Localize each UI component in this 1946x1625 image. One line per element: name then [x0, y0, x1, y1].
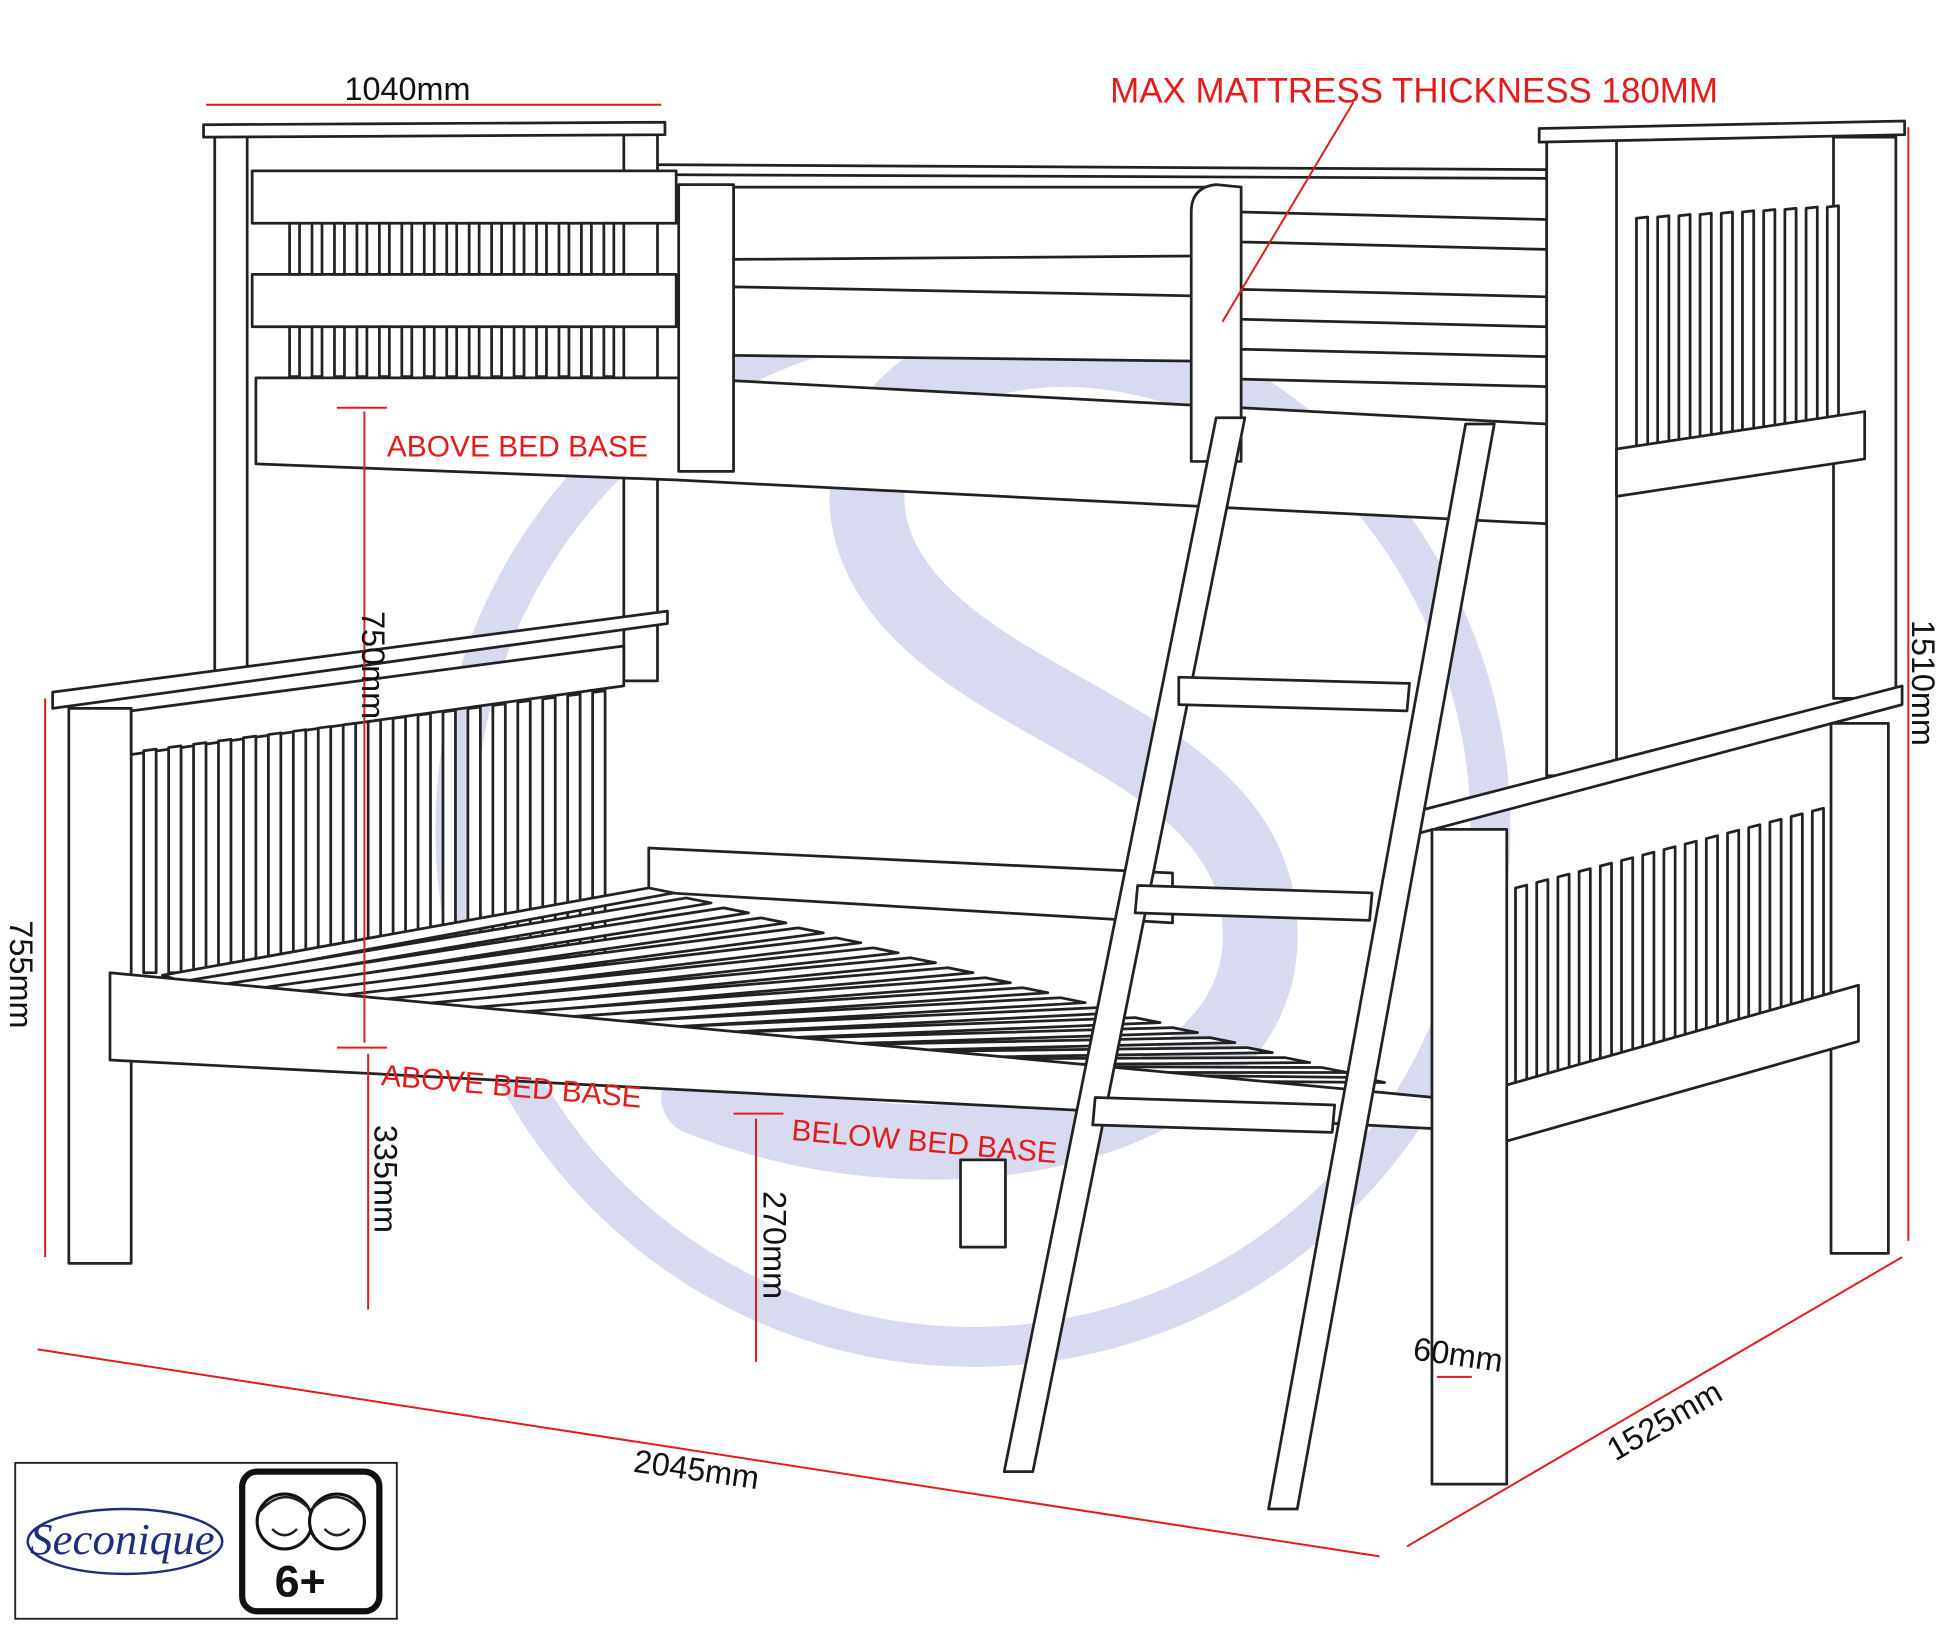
footboard-slat: [291, 728, 308, 975]
headboard-slat: [377, 325, 391, 379]
footboard-slat: [167, 744, 183, 975]
headboard-slat: [310, 221, 324, 276]
footboard-slat: [242, 734, 258, 975]
headboard-slat: [333, 325, 346, 379]
headboard-slat: [1804, 205, 1819, 423]
headboard-slat: [490, 325, 503, 379]
headboard-slat: [535, 325, 548, 379]
headboard-slat: [1698, 211, 1713, 442]
lower-height-label: 335mm: [367, 1125, 403, 1233]
headboard-slat: [467, 221, 481, 276]
headboard-slat: [1635, 215, 1650, 453]
footboard-slat: [341, 721, 358, 975]
dimension-lines: [37, 101, 1910, 1558]
headboard-slat: [557, 221, 571, 276]
headboard-slat: [1762, 208, 1777, 431]
footboard-slat: [142, 747, 158, 975]
foot-height-label: 755mm: [3, 920, 39, 1028]
headboard-slat: [557, 325, 571, 379]
headboard-slat: [1741, 209, 1756, 435]
headboard-slat: [1656, 214, 1671, 450]
headboard-slat: [333, 221, 346, 276]
headboard-slat: [355, 325, 369, 379]
children-icon: [255, 1492, 366, 1551]
headboard-slat: [310, 325, 324, 379]
headboard-slat: [288, 325, 301, 379]
total-height-label: 1510mm: [1905, 620, 1941, 746]
headboard-slat: [355, 221, 369, 276]
footboard-slat: [316, 725, 333, 975]
headboard-slat: [288, 221, 301, 276]
headboard-slat: [1783, 206, 1798, 427]
headboard-slat: [400, 221, 414, 276]
headboard-slat: [422, 221, 436, 276]
headboard-slat: [512, 325, 526, 379]
headboard-slat: [535, 221, 548, 276]
seconique-logo: Seconique: [30, 1514, 214, 1564]
headboard-slat: [377, 221, 391, 276]
length-label: 2045mm: [632, 1443, 762, 1496]
width-label: 1525mm: [1601, 1373, 1728, 1467]
headboard-slat: [602, 325, 616, 379]
headboard-slat: [400, 325, 414, 379]
headboard-slat: [1677, 213, 1692, 446]
footboard-slat: [217, 738, 233, 975]
mattress-note: MAX MATTRESS THICKNESS 180MM: [1110, 71, 1718, 110]
brand-box: Seconique 6+: [14, 1461, 398, 1620]
footboard-slat: [192, 741, 208, 975]
headboard-slat: [512, 221, 526, 276]
upper-base-label: ABOVE BED BASE: [387, 430, 648, 463]
headboard-slat: [445, 325, 459, 379]
headboard-slat: [580, 325, 593, 379]
upper-gap-label: 750mm: [355, 611, 391, 719]
footboard-slat: [366, 718, 382, 975]
bed-frame: [51, 119, 1906, 1511]
below-clearance-label: 270mm: [756, 1191, 792, 1299]
headboard-slat: [1825, 204, 1840, 420]
headboard-slat: [602, 221, 616, 276]
headboard-slat: [490, 221, 503, 276]
headboard-width-label: 1040mm: [344, 71, 470, 107]
headboard-slat: [445, 221, 459, 276]
headboard-slat: [1719, 210, 1734, 438]
headboard-slat: [580, 221, 593, 276]
footboard-slat: [267, 731, 283, 975]
headboard-slat: [422, 325, 436, 379]
headboard-slat: [467, 325, 481, 379]
age-rating: 6+: [275, 1555, 326, 1606]
